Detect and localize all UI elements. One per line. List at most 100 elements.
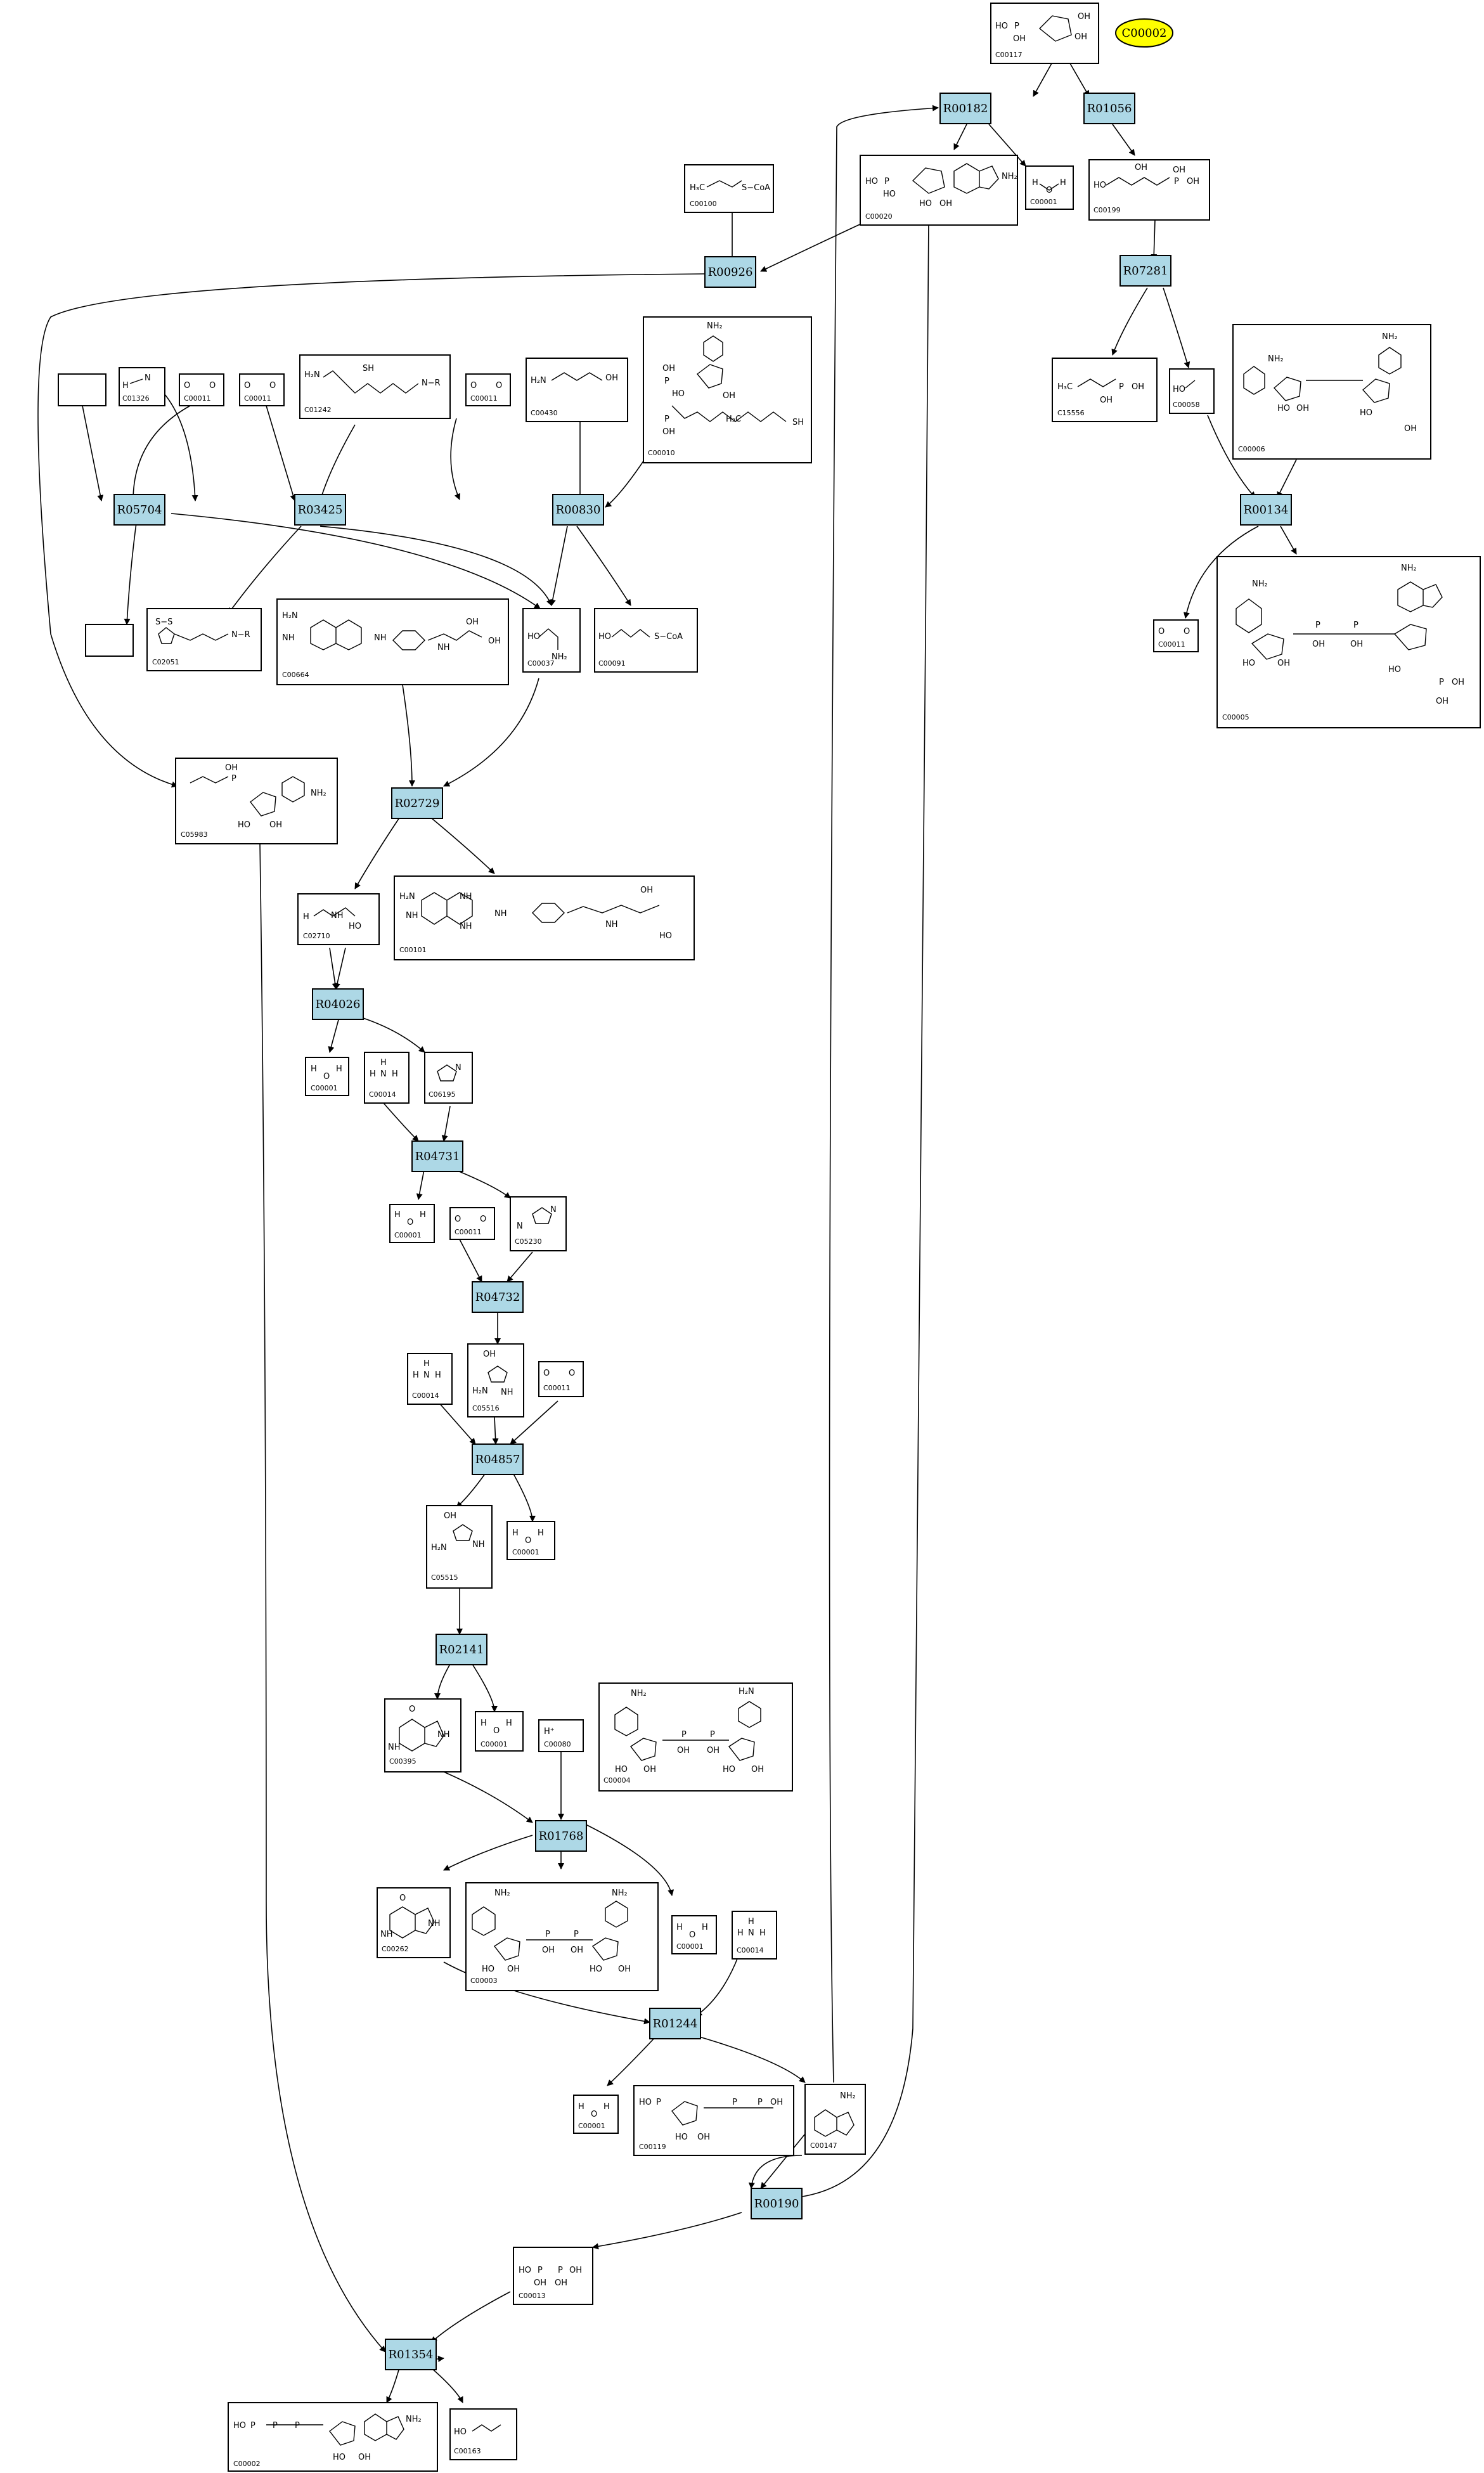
svg-text:C01242: C01242 — [304, 406, 332, 414]
compound-C00011[interactable]: O O C00011 — [1153, 619, 1199, 652]
reaction-R00182[interactable]: R00182 — [939, 93, 991, 124]
svg-text:P: P — [558, 2266, 563, 2275]
reaction-R02729[interactable]: R02729 — [391, 787, 443, 819]
compound-C00147[interactable]: NH₂ C00147 — [804, 2084, 866, 2155]
svg-text:HO: HO — [1242, 659, 1255, 668]
compound-C00262[interactable]: O NH NH C00262 — [377, 1887, 451, 1958]
compound-C00011[interactable]: O O C00011 — [239, 373, 285, 406]
reaction-R01768[interactable]: R01768 — [535, 1820, 587, 1852]
compound-C00010[interactable]: NH₂ OH P HO P OH OH H₃C SH C00010 — [643, 316, 812, 463]
compound-C00001[interactable]: H O H C00001 — [573, 2095, 619, 2134]
compound-C00006[interactable]: NH₂ NH₂ HO OH HO OH C00006 — [1232, 324, 1431, 460]
molecule-structure — [250, 792, 276, 817]
svg-text:HO: HO — [333, 2453, 345, 2462]
svg-text:O: O — [323, 1072, 330, 1082]
compound-C00014[interactable]: H H N H C00014 — [732, 1911, 777, 1960]
compound-C00014[interactable]: H H N H C00014 — [364, 1052, 410, 1104]
compound-C00664[interactable]: H₂N NH NH NH OH OH C00664 — [276, 598, 509, 685]
compound-C00430[interactable]: H₂N OH C00430 — [526, 358, 628, 422]
molecule-structure — [703, 335, 723, 362]
svg-text:HO: HO — [639, 2098, 652, 2107]
molecule-structure — [487, 1366, 508, 1383]
svg-text:OH: OH — [939, 199, 952, 209]
compound-C05515[interactable]: OH H₂N NH C05515 — [426, 1505, 493, 1589]
reaction-R04732[interactable]: R04732 — [472, 1281, 524, 1313]
reaction-R01244[interactable]: R01244 — [649, 2008, 701, 2039]
reaction-R02141[interactable]: R02141 — [436, 1634, 487, 1665]
svg-text:C05983: C05983 — [181, 830, 208, 839]
compound-C01326[interactable]: H N C01326 — [119, 367, 165, 406]
svg-text:NH: NH — [460, 922, 472, 931]
compound-C00013[interactable]: HO P P OH OH OH C00013 — [513, 2247, 593, 2305]
svg-text:R00190: R00190 — [754, 2197, 799, 2211]
compound-C00101[interactable]: H₂N NH NH NH NH NH OH HO C00101 — [394, 875, 695, 960]
compound-C00001[interactable]: H O H C00001 — [475, 1711, 524, 1752]
unlabeled-node[interactable] — [58, 373, 106, 406]
svg-text:R01354: R01354 — [389, 2348, 434, 2361]
compound-C00119[interactable]: HO P P P OH HO OH C00119 — [633, 2085, 794, 2156]
compound-C00004[interactable]: NH₂ H₂N P P OH OH HO OH HO OH C00004 — [598, 1682, 793, 1792]
compound-C00014[interactable]: H H N H C00014 — [407, 1353, 453, 1405]
svg-text:C00163: C00163 — [454, 2447, 481, 2455]
compound-C00163[interactable]: HO C00163 — [449, 2408, 517, 2460]
svg-text:H: H — [1060, 178, 1066, 188]
reaction-R04857[interactable]: R04857 — [472, 1443, 524, 1475]
compound-C00005[interactable]: NH₂ NH₂ P P OH OH HO OH HO P OH OH C0000… — [1216, 556, 1481, 728]
compound-C00001[interactable]: H O H C00001 — [671, 1915, 717, 1954]
compound-C00011[interactable]: O O C00011 — [449, 1207, 495, 1240]
svg-text:HO: HO — [919, 199, 932, 209]
compound-C00199[interactable]: HO OH P OH OH C00199 — [1088, 159, 1210, 221]
compound-C00001[interactable]: H O H C00001 — [506, 1521, 555, 1560]
reaction-R05704[interactable]: R05704 — [113, 494, 165, 526]
compound-C00011[interactable]: O O C00011 — [538, 1361, 584, 1397]
compound-C15556[interactable]: H₃C P OH OH C15556 — [1052, 358, 1158, 422]
compound-C05983[interactable]: OH P NH₂ HO OH C05983 — [175, 758, 338, 844]
reaction-R07281[interactable]: R07281 — [1119, 255, 1171, 287]
compound-C00001[interactable]: H O H C00001 — [389, 1204, 435, 1243]
reaction-R03425[interactable]: R03425 — [294, 494, 346, 526]
compound-C00395[interactable]: O NH NH C00395 — [384, 1698, 461, 1772]
compound-C05230[interactable]: N N C05230 — [510, 1196, 567, 1251]
svg-text:H: H — [481, 1719, 487, 1728]
compound-C00011[interactable]: O O C00011 — [179, 373, 224, 406]
reaction-R00926[interactable]: R00926 — [704, 256, 756, 288]
compound-C06195[interactable]: N C06195 — [424, 1052, 473, 1104]
svg-text:HO: HO — [672, 389, 685, 399]
compound-C05516[interactable]: OH H₂N NH C05516 — [467, 1343, 524, 1417]
highlight-compound[interactable]: C00002 — [1115, 18, 1173, 48]
reaction-R00830[interactable]: R00830 — [552, 494, 604, 526]
reaction-R00190[interactable]: R00190 — [751, 2188, 803, 2219]
svg-text:H₂N: H₂N — [472, 1386, 488, 1396]
compound-C00003[interactable]: NH₂ NH₂ P P OH OH HO OH HO OH C00003 — [465, 1882, 659, 1991]
svg-text:H: H — [370, 1069, 376, 1079]
compound-C00091[interactable]: HO S−CoA C00091 — [594, 608, 698, 673]
compound-C00037[interactable]: HO NH₂ C00037 — [522, 608, 581, 673]
svg-text:O: O — [569, 1369, 575, 1378]
compound-C00020[interactable]: HO P HO NH₂ HO OH C00020 — [860, 155, 1018, 226]
compound-C01242[interactable]: H₂N SH N−R C01242 — [299, 354, 451, 419]
svg-text:C00005: C00005 — [1222, 713, 1249, 721]
svg-text:C00199: C00199 — [1094, 206, 1121, 214]
reaction-R01354[interactable]: R01354 — [385, 2339, 437, 2370]
svg-text:C00004: C00004 — [603, 1776, 631, 1785]
compound-C00001[interactable]: H O H C00001 — [305, 1057, 349, 1096]
reaction-R00134[interactable]: R00134 — [1240, 494, 1292, 526]
svg-text:OH: OH — [1277, 659, 1290, 668]
compound-C02051[interactable]: S−S N−R C02051 — [146, 608, 262, 671]
svg-text:P: P — [664, 415, 669, 424]
svg-text:C00664: C00664 — [282, 671, 309, 679]
reaction-R04731[interactable]: R04731 — [411, 1140, 463, 1172]
reaction-R01056[interactable]: R01056 — [1083, 93, 1135, 124]
svg-text:OH: OH — [1187, 177, 1199, 186]
reaction-R04026[interactable]: R04026 — [312, 988, 364, 1020]
compound-C00011[interactable]: O O C00011 — [465, 373, 511, 406]
compound-C00058[interactable]: HO C00058 — [1169, 368, 1215, 414]
compound-C00100[interactable]: H₃C S−CoA C00100 — [684, 164, 774, 213]
compound-C00001[interactable]: H O H C00001 — [1025, 165, 1074, 210]
compound-C00080[interactable]: H⁺ C00080 — [538, 1719, 584, 1752]
compound-C00002[interactable]: HO P P P NH₂ HO OH C00002 — [228, 2402, 438, 2472]
compound-C00117[interactable]: HO P OH OH OH C00117 — [990, 3, 1099, 64]
unlabeled-node[interactable] — [85, 624, 134, 657]
svg-text:O: O — [493, 1726, 500, 1736]
compound-C02710[interactable]: H NH HO C02710 — [297, 893, 380, 945]
